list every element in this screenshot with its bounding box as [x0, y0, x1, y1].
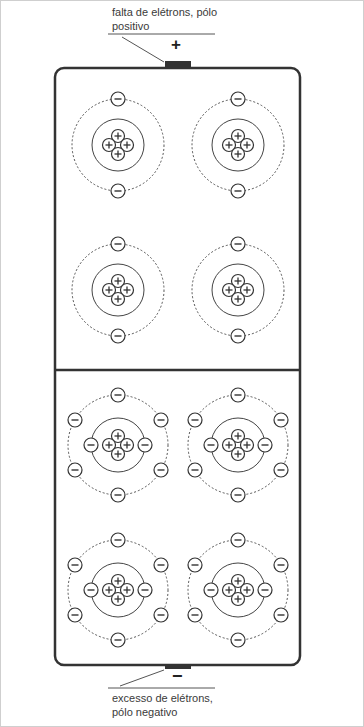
pole-note: excesso de elétrons, pólo negativo — [112, 692, 236, 720]
pole-sign: + — [171, 36, 191, 53]
pole-sign: − — [172, 667, 192, 685]
pole-note: falta de elétrons, pólo positivo — [112, 6, 224, 34]
